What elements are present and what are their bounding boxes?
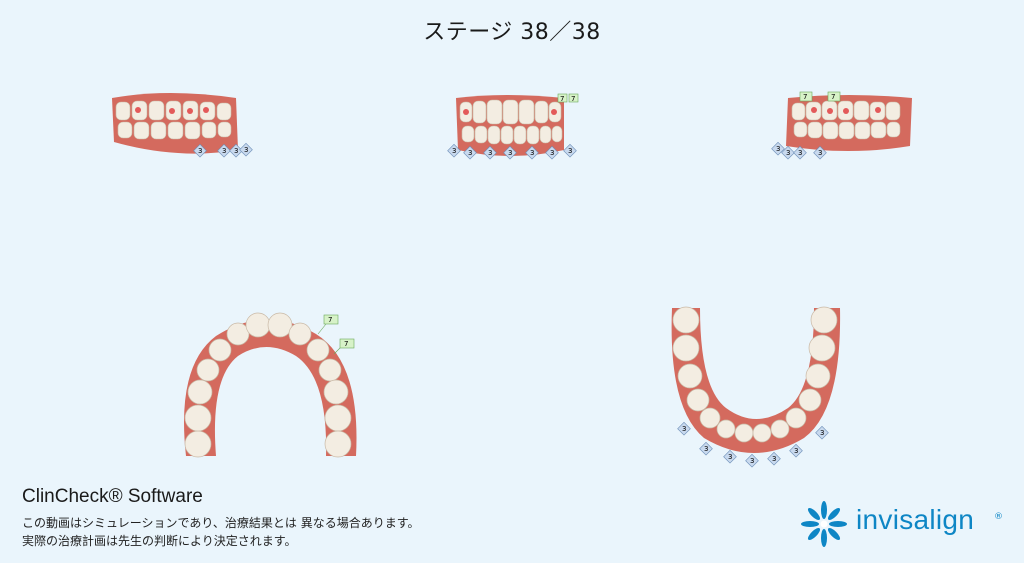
tag-label: 3 bbox=[452, 147, 456, 155]
tag-label: 3 bbox=[244, 146, 248, 154]
tag-label: 3 bbox=[488, 149, 492, 157]
tag-label: 3 bbox=[820, 429, 824, 437]
tag-label: 3 bbox=[776, 145, 780, 153]
view-lower-occlusal[interactable]: 3 3 3 3 3 3 3 bbox=[664, 298, 854, 470]
stage-indicator: ステージ 38／38 bbox=[423, 20, 601, 45]
lower-tag-group: 3 3 3 3 3 3 3 bbox=[447, 143, 577, 160]
tag-label: 3 bbox=[750, 457, 754, 465]
disclaimer-line-1: この動画はシミュレーションであり、治療結果とは 異なる場合あります。 bbox=[22, 516, 420, 530]
tag-label: 3 bbox=[550, 149, 554, 157]
tag-label: 3 bbox=[794, 447, 798, 455]
upper-tag-group: 7 7 bbox=[557, 93, 579, 103]
lower-tag-group: 3 3 3 3 3 3 3 bbox=[677, 421, 829, 468]
lower-tag-group: 3 3 3 3 bbox=[193, 142, 253, 158]
view-left-buccal[interactable]: 7 7 3 3 3 3 bbox=[768, 90, 918, 165]
tag-label: 3 bbox=[508, 149, 512, 157]
view-upper-occlusal[interactable]: 7 7 bbox=[176, 306, 376, 466]
tag-label: 3 bbox=[198, 147, 202, 155]
tag-label: 7 bbox=[571, 95, 575, 103]
logo-word: invisalign bbox=[856, 504, 975, 535]
lower-tag-group: 3 3 3 3 bbox=[771, 141, 827, 160]
tag-label: 7 bbox=[560, 95, 564, 103]
tag-label: 3 bbox=[704, 445, 708, 453]
tag-label: 3 bbox=[772, 455, 776, 463]
tag-label: 3 bbox=[728, 453, 732, 461]
product-name: ClinCheck® Software bbox=[22, 486, 203, 507]
tag-label: 7 bbox=[831, 93, 835, 101]
logo-registered-mark: ® bbox=[994, 512, 1003, 522]
upper-tag-group: 7 7 bbox=[317, 314, 355, 355]
tag-label: 3 bbox=[818, 149, 822, 157]
tag-label: 7 bbox=[328, 316, 332, 324]
tag-label: 3 bbox=[234, 147, 238, 155]
disclaimer-line-2: 実際の治療計画は先生の判断により決定されます。 bbox=[22, 534, 297, 548]
view-right-buccal[interactable]: 3 3 3 3 bbox=[108, 90, 268, 165]
tag-label: 3 bbox=[568, 147, 572, 155]
invisalign-logo: invisalign ® bbox=[800, 500, 1010, 548]
tag-label: 3 bbox=[798, 149, 802, 157]
tag-label: 3 bbox=[222, 147, 226, 155]
starburst-icon bbox=[801, 501, 847, 547]
tag-label: 3 bbox=[468, 149, 472, 157]
tag-label: 3 bbox=[786, 149, 790, 157]
view-frontal[interactable]: 7 7 3 3 3 3 3 3 3 bbox=[444, 90, 594, 165]
upper-tag-group: 7 7 bbox=[799, 91, 841, 102]
tag-label: 7 bbox=[344, 340, 348, 348]
tag-label: 3 bbox=[530, 149, 534, 157]
tag-label: 7 bbox=[803, 93, 807, 101]
tag-label: 3 bbox=[682, 425, 686, 433]
